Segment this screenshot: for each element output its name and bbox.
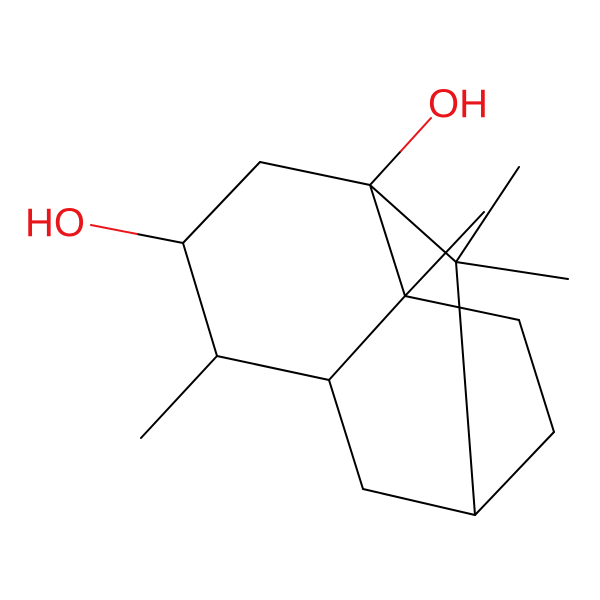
bond-c3-o-carbon-half bbox=[136, 233, 184, 244]
bond-c11-methyl-a bbox=[455, 166, 520, 263]
bond-c3-c4 bbox=[182, 242, 218, 357]
bond-c11-c9 bbox=[455, 261, 476, 516]
bond-c10-c5 bbox=[328, 379, 364, 490]
bond-c4-c5 bbox=[216, 355, 330, 381]
bond-c7-c8 bbox=[518, 319, 555, 433]
bond-c5-c6 bbox=[328, 295, 406, 381]
bond-c9-c10 bbox=[362, 488, 476, 516]
bond-c6-c7 bbox=[404, 295, 520, 321]
bond-c6-c1 bbox=[369, 184, 406, 297]
bond-c6-methyl bbox=[404, 211, 485, 297]
hydroxyl-label-left: HO bbox=[25, 201, 85, 245]
bond-c1-c11 bbox=[369, 184, 457, 263]
bond-c4-methyl bbox=[140, 355, 218, 439]
bond-c3-o-oxygen-half bbox=[90, 224, 138, 235]
bond-c11-methyl-b bbox=[455, 261, 569, 280]
bond-c1-c2 bbox=[259, 161, 371, 186]
bond-c1-o-oxygen-half bbox=[400, 117, 432, 152]
bond-c8-c9 bbox=[474, 431, 555, 516]
bonds bbox=[90, 117, 569, 516]
bond-c2-c3 bbox=[182, 161, 261, 244]
hydroxyl-label-top: OH bbox=[428, 82, 488, 126]
bond-c1-o-carbon-half bbox=[369, 150, 402, 186]
